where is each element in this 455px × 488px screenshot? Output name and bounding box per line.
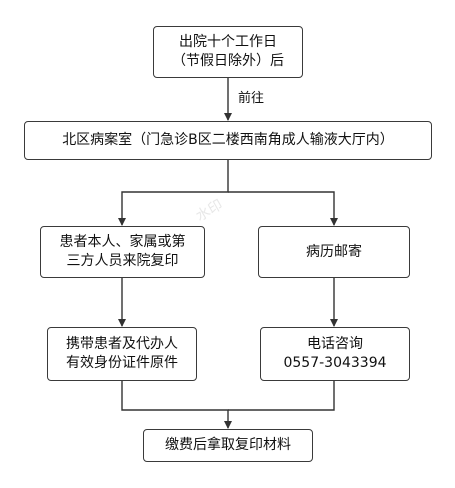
node-bring-id-line2: 有效身份证件原件 [66, 355, 178, 371]
edge-label-goto: 前往 [238, 91, 265, 107]
connector-2-branch-right [228, 191, 338, 226]
connector-6-7 [228, 381, 335, 411]
node-pay-and-collect: 缴费后拿取复印材料 [143, 429, 313, 462]
connector-5-7 [121, 381, 232, 429]
node-bring-id-line1: 携带患者及代办人 [66, 336, 178, 352]
connector-2-branch [118, 160, 229, 226]
node-discharge-line1: 出院十个工作日 [179, 34, 277, 50]
node-phone-consult: 电话咨询 0557-3043394 [260, 327, 410, 381]
node-discharge-line2: （节假日除外）后 [172, 53, 284, 69]
node-phone-number: 0557-3043394 [283, 355, 387, 371]
node-discharge-10-days: 出院十个工作日 （节假日除外）后 [153, 26, 303, 78]
node-pay-label: 缴费后拿取复印材料 [165, 437, 291, 453]
node-phone-line1: 电话咨询 [307, 336, 363, 352]
node-medical-records-room: 北区病案室（门急诊B区二楼西南角成人输液大厅内） [24, 121, 432, 160]
node-records-room-label: 北区病案室（门急诊B区二楼西南角成人输液大厅内） [62, 132, 394, 148]
node-bring-id: 携带患者及代办人 有效身份证件原件 [47, 327, 197, 381]
node-mail-label: 病历邮寄 [306, 243, 362, 260]
node-in-person-copy: 患者本人、家属或第 三方人员来院复印 [40, 226, 205, 278]
node-mail-records: 病历邮寄 [258, 226, 410, 278]
node-in-person-line1: 患者本人、家属或第 [59, 234, 186, 250]
node-in-person-line2: 三方人员来院复印 [66, 253, 179, 269]
